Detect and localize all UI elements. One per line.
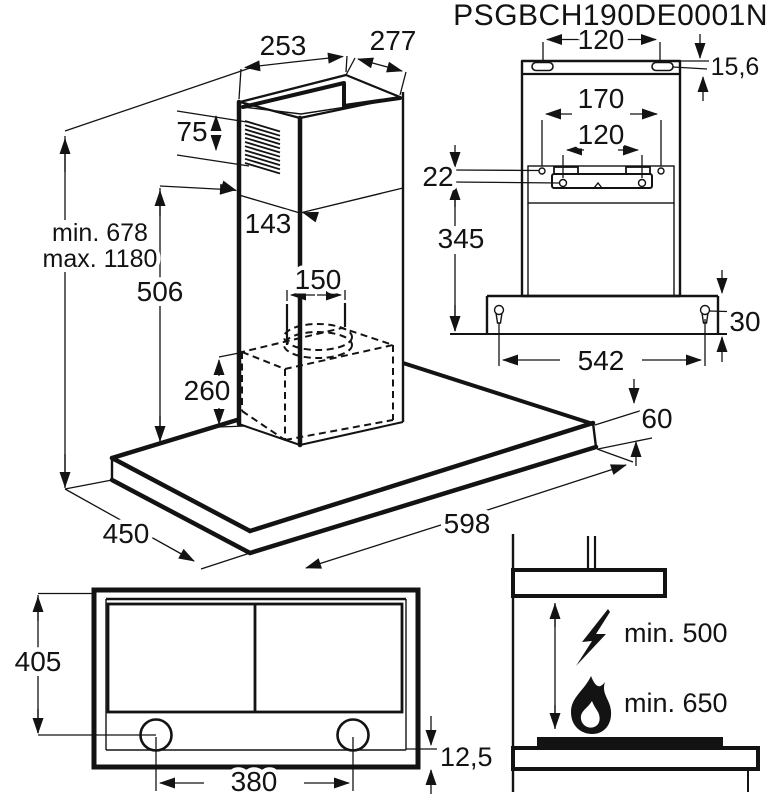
bracket-hole-outer-left [538, 167, 546, 175]
dim-450-label: 450 [103, 518, 150, 549]
dim-380-label: 380 [231, 766, 278, 797]
bracket-hole-inner-left [558, 178, 568, 188]
main-view-labels: 253 277 75 143 min. 678 max. 1180 506 15… [39, 21, 678, 554]
clearance-side-view: min. 500 min. 650 [511, 534, 760, 792]
dim-75-label: 75 [176, 116, 207, 147]
model-code-title: PSGBCH190DE0001N [453, 0, 768, 32]
side-view-labels: min. 500 min. 650 [620, 614, 732, 722]
dim-506-label: 506 [137, 276, 184, 307]
counter-top [511, 746, 760, 771]
chimney-duct [236, 73, 405, 448]
electric-clearance-label: min. 500 [624, 618, 728, 648]
hood-side-profile [511, 568, 667, 598]
canopy-rear [450, 294, 727, 335]
dim-150-label: 150 [295, 264, 342, 295]
rear-view-labels: 120 15,6 170 120 22 345 542 30 [418, 20, 765, 381]
wall-bracket [538, 166, 665, 189]
canopy-slab [109, 361, 599, 556]
keyhole-screw-right [699, 304, 711, 324]
gas-clearance-label: min. 650 [624, 688, 728, 718]
vent-grille [244, 120, 281, 175]
mounting-slot-right [651, 61, 674, 72]
dim-260-label: 260 [184, 375, 231, 406]
dim-120-top-label: 120 [578, 24, 625, 55]
main-view-dimensions [59, 52, 653, 570]
dim-277-label: 277 [370, 25, 417, 56]
bottom-view: 405 380 12,5 [10, 587, 497, 800]
dim-170-label: 170 [578, 83, 625, 114]
duct-collar [283, 303, 353, 359]
chimney-top-opening [241, 81, 402, 109]
bottom-view-dimensions [32, 592, 437, 794]
dim-60-label: 60 [641, 403, 672, 434]
cooktop-surface [537, 737, 723, 748]
height-max-label: max. 1180 [43, 245, 158, 273]
dim-598-label: 598 [444, 508, 491, 539]
bottom-view-labels: 405 380 12,5 [10, 642, 496, 800]
dim-405-label: 405 [15, 646, 62, 677]
dim-542-label: 542 [578, 345, 625, 376]
bracket-hole-outer-right [657, 167, 665, 175]
rear-mounting-view: 120 15,6 170 120 22 345 542 30 [418, 20, 765, 381]
dim-22-label: 22 [422, 161, 453, 192]
dim-15-6-label: 15,6 [711, 53, 760, 81]
mounting-slot-left [531, 61, 554, 72]
motor-box-hidden [238, 326, 397, 441]
main-perspective-view: 253 277 75 143 min. 678 max. 1180 506 15… [39, 21, 678, 570]
dim-120-bracket-label: 120 [578, 119, 625, 150]
dim-345-label: 345 [438, 223, 485, 254]
dim-143-label: 143 [245, 208, 292, 239]
dim-253-label: 253 [260, 30, 307, 61]
bracket-zone [527, 165, 675, 204]
dim-30-label: 30 [729, 306, 760, 337]
bracket-hole-inner-right [637, 178, 647, 188]
electric-hob-icon [576, 609, 610, 666]
gas-hob-icon [571, 676, 612, 734]
rear-view-dimensions [449, 34, 728, 366]
height-min-label: min. 678 [52, 219, 148, 247]
chimney-seam [238, 194, 301, 214]
dim-12-5-label: 12,5 [440, 742, 493, 772]
